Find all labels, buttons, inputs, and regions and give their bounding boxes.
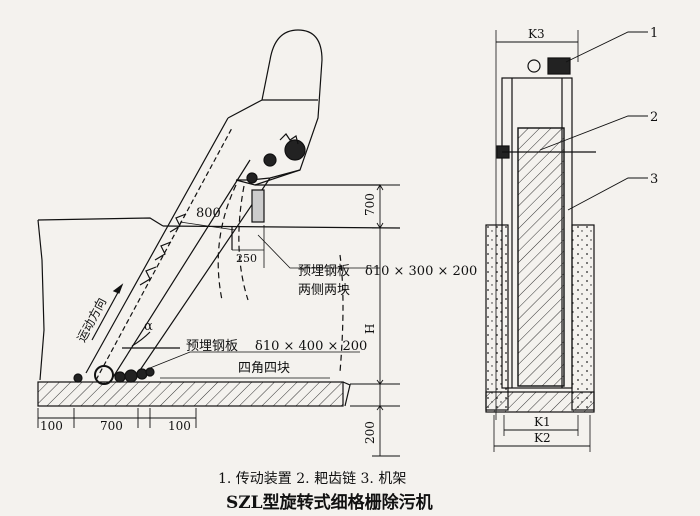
dim-k1: K1 [534, 415, 551, 429]
plate2-name: 预埋钢板 [186, 339, 238, 354]
rake-teeth [139, 213, 187, 286]
angle-alpha: α [144, 319, 153, 334]
channel-wall [37, 217, 164, 381]
water-level-line [162, 225, 401, 229]
dim-k2: K2 [534, 431, 551, 445]
horizontal-dims [37, 408, 197, 428]
callout-1: 1 [650, 26, 658, 41]
plate1-name: 预埋钢板 [298, 264, 350, 279]
left-wall [485, 224, 509, 411]
figure-title: SZL型旋转式细格栅除污机 [226, 493, 433, 513]
side-view [37, 29, 401, 457]
callout-2: 2 [650, 110, 658, 125]
leader-3 [567, 177, 648, 211]
dim-100-left: 100 [40, 419, 63, 433]
direction-arrow [91, 284, 123, 341]
dim-k3: K3 [528, 27, 545, 41]
floor [485, 391, 595, 413]
dim-800: 800 [196, 206, 221, 221]
callout-3: 3 [650, 172, 658, 187]
bottom-rollers [73, 365, 155, 385]
drive-housing [227, 29, 323, 186]
base-slab [37, 381, 344, 407]
front-view [485, 30, 648, 452]
drive-unit [496, 57, 571, 159]
drive-sprocket [246, 133, 306, 184]
dim-200: 200 [363, 421, 377, 444]
dim-250: 250 [236, 252, 257, 265]
right-wall [571, 224, 595, 411]
dim-100-right: 100 [168, 419, 191, 433]
dim-H: H [363, 324, 377, 334]
plate2-spec: δ10 × 400 × 200 [255, 339, 367, 354]
leader-1 [565, 31, 648, 63]
plate2-note: 四角四块 [238, 361, 290, 376]
support-leg [251, 189, 265, 223]
plate2-leader [149, 351, 360, 369]
plate1-leader [257, 234, 380, 269]
rake-chain-grid [517, 127, 565, 387]
angle-arc [131, 331, 151, 347]
legend: 1. 传动装置 2. 耙齿链 3. 机架 [218, 471, 407, 487]
vertical-dims [350, 184, 400, 457]
leader-2 [539, 115, 648, 151]
frame [501, 77, 573, 389]
dim-700-top: 700 [363, 193, 377, 216]
plate1-note: 两侧两块 [298, 283, 350, 298]
plate1-spec: δ10 × 300 × 200 [365, 264, 477, 279]
dim-700-bottom: 700 [100, 419, 123, 433]
direction-label: 运动方向 [73, 295, 109, 344]
